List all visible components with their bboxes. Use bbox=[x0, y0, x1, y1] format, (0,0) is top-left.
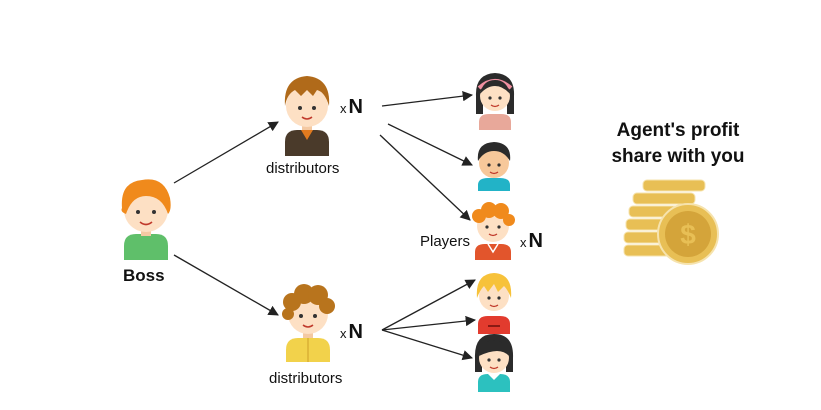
arrow-dist-bottom-to-player-4 bbox=[382, 280, 475, 330]
title-line-1: Agent's profit bbox=[596, 118, 760, 144]
distributor-avatar-bottom bbox=[282, 284, 335, 362]
player-avatar-2 bbox=[478, 142, 510, 191]
arrow-dist-bottom-to-player-5 bbox=[382, 320, 475, 330]
multiplier-x: x bbox=[520, 235, 527, 250]
coin-dollar-symbol: $ bbox=[680, 219, 696, 250]
arrow-dist-top-to-player-2 bbox=[388, 124, 472, 165]
boss-avatar bbox=[122, 179, 171, 260]
distributors-label-bottom: distributors bbox=[269, 370, 342, 387]
player-avatar-4 bbox=[477, 273, 511, 334]
multiplier-x: x bbox=[340, 326, 347, 341]
arrow-dist-top-to-player-3 bbox=[380, 135, 470, 220]
player-avatar-1 bbox=[476, 73, 514, 130]
arrow-dist-bottom-to-player-6 bbox=[382, 330, 472, 358]
multiplier-n: N bbox=[529, 230, 543, 252]
multiplier-x: x bbox=[340, 101, 347, 116]
arrow-boss-to-distributor-top bbox=[174, 122, 278, 183]
player-avatar-3 bbox=[472, 202, 515, 260]
arrow-boss-to-distributor-bottom bbox=[174, 255, 278, 315]
players-label: Players bbox=[420, 233, 470, 250]
arrow-dist-top-to-player-1 bbox=[382, 95, 472, 106]
player-avatar-5 bbox=[475, 334, 513, 392]
distributors-label-top: distributors bbox=[266, 160, 339, 177]
multiplier-n: N bbox=[349, 96, 363, 118]
title-line-2: share with you bbox=[596, 144, 760, 170]
multiplier-n: N bbox=[349, 321, 363, 343]
distributor-avatar-top bbox=[285, 76, 329, 156]
boss-label: Boss bbox=[123, 266, 165, 286]
coin-stack-icon: $ bbox=[624, 180, 718, 264]
profit-share-title: Agent's profit share with you bbox=[596, 118, 760, 170]
